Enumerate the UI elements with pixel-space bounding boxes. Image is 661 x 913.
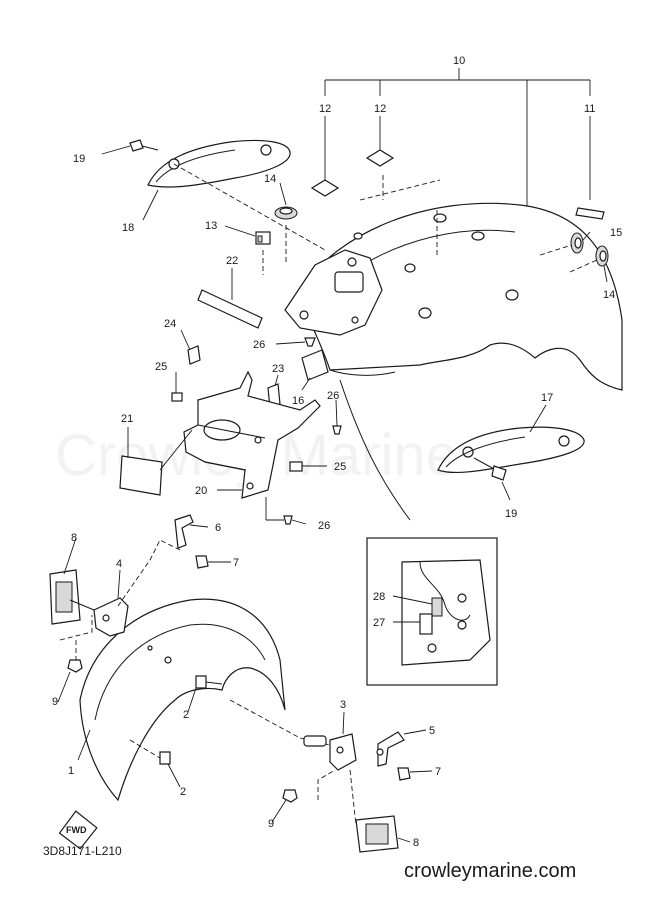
label-11: [575, 207, 605, 220]
grommet-14-top: [274, 206, 298, 265]
clip-25-right: [289, 461, 303, 472]
bolt-19-top: [129, 139, 159, 152]
grommet-14-right: [569, 245, 609, 273]
pad-16: [301, 349, 329, 381]
detail-inset: [366, 537, 498, 686]
callout-26-b: 26: [327, 390, 339, 402]
bolt-2-upper: [195, 675, 223, 689]
callout-19-b: 19: [505, 508, 517, 520]
callout-11: 11: [584, 103, 595, 115]
nut-26-a: [304, 337, 316, 347]
side-cover-18: [147, 139, 326, 251]
bolt-19-bottom: [473, 457, 507, 481]
callout-7-b: 7: [435, 766, 441, 778]
callout-18: 18: [122, 222, 134, 234]
leader-lines: [57, 145, 608, 843]
fwd-badge: FWD: [58, 810, 98, 850]
bolt-7-right: [397, 767, 411, 781]
callout-20: 20: [195, 485, 207, 497]
callout-4: 4: [116, 558, 122, 570]
callout-8-b: 8: [413, 837, 419, 849]
callout-6: 6: [215, 522, 221, 534]
bracket-3: [229, 699, 357, 771]
callout-24: 24: [164, 318, 176, 330]
callout-13: 13: [205, 220, 217, 232]
callout-2-a: 2: [183, 709, 189, 721]
callout-12-b: 12: [374, 103, 386, 115]
callout-3: 3: [340, 699, 346, 711]
reflector-8-right: [349, 769, 399, 853]
stay-4: [93, 569, 129, 637]
callout-27: 27: [373, 617, 385, 629]
bolt-2-lower: [129, 739, 171, 765]
rear-fender: [299, 175, 623, 391]
diagram-code: 3D8J171-L210: [43, 844, 122, 858]
callout-7-a: 7: [233, 557, 239, 569]
license-plate-21: [119, 429, 193, 496]
callout-23: 23: [272, 363, 284, 375]
nut-9-left: [59, 615, 93, 673]
grommet-15: [539, 232, 584, 256]
bolt-7-top: [195, 555, 209, 569]
callout-26-c: 26: [318, 520, 330, 532]
callout-19-a: 19: [73, 153, 85, 165]
label-12-a: [310, 179, 340, 197]
nut-9-right: [282, 769, 336, 803]
callout-1: 1: [68, 765, 74, 777]
site-credit: crowleymarine.com: [404, 860, 576, 882]
callout-numbers: 10 12 12 11 19 18 14 13 15 14 22 24 26 2…: [52, 55, 622, 849]
callout-10: 10: [453, 55, 465, 67]
rear-fender-bracket: [284, 249, 383, 336]
callout-25-a: 25: [155, 361, 167, 373]
callout-25-b: 25: [334, 461, 346, 473]
callout-26-a: 26: [253, 339, 265, 351]
callout-12-a: 12: [319, 103, 331, 115]
front-fender: [79, 598, 286, 802]
detail-pointer: [339, 379, 411, 521]
callout-9-a: 9: [52, 696, 58, 708]
callout-17: 17: [541, 392, 553, 404]
nut-26-c: [265, 497, 293, 525]
callout-22: 22: [226, 255, 238, 267]
clip-25-left: [171, 392, 183, 402]
hook-5: [376, 731, 405, 767]
fwd-text: FWD: [66, 825, 87, 835]
callout-14-a: 14: [264, 173, 276, 185]
license-bracket-20: [183, 370, 321, 499]
strap-22: [197, 268, 263, 329]
side-cover-17: [437, 426, 585, 474]
clip-24: [187, 345, 201, 365]
callout-9-b: 9: [268, 818, 274, 830]
callout-28: 28: [373, 591, 385, 603]
callout-15: 15: [610, 227, 622, 239]
callout-16: 16: [292, 395, 304, 407]
reflector-8-left: [49, 569, 95, 625]
label-12-b: [365, 149, 395, 167]
nut-26-b: [332, 425, 342, 435]
hook-6: [117, 514, 194, 607]
connector-13: [255, 231, 271, 275]
callout-21: 21: [121, 413, 133, 425]
callout-5: 5: [429, 725, 435, 737]
callout-8-a: 8: [71, 532, 77, 544]
callout-14-b: 14: [603, 289, 615, 301]
callout-2-b: 2: [180, 786, 186, 798]
